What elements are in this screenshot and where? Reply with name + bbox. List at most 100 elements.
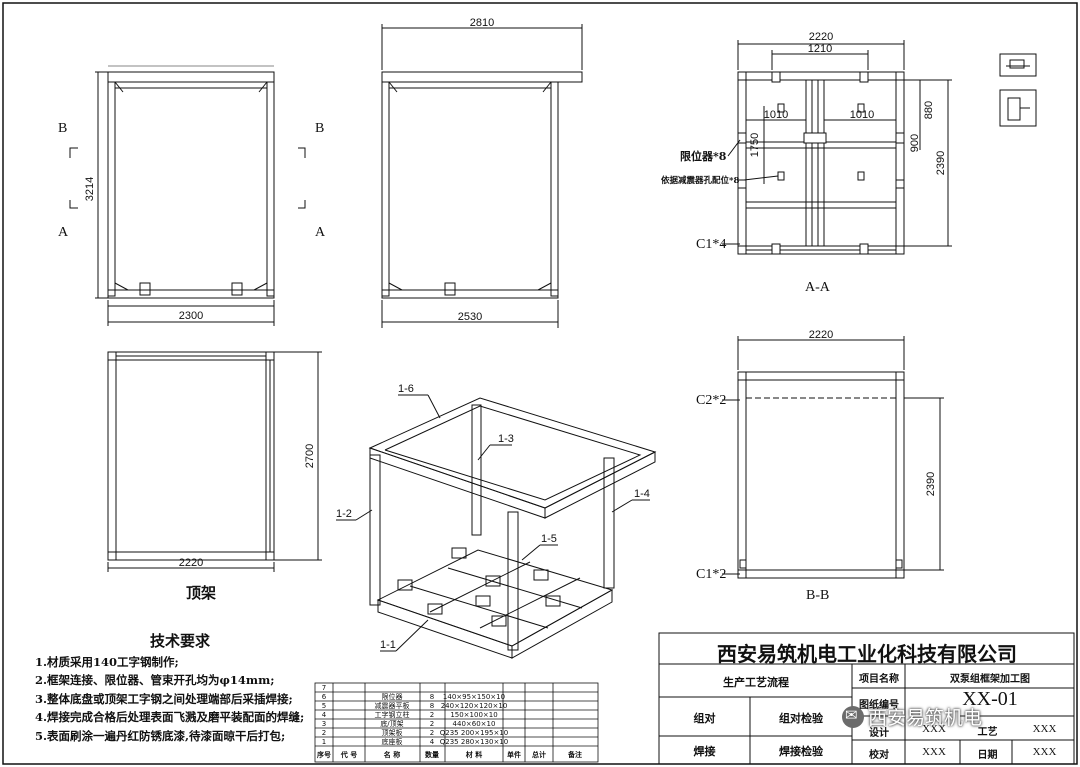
bom-header-cell: 材 料 [465,750,482,759]
bb-view: 2220 2390 C2*2 C1*2 B-B [696,329,944,603]
aa-dim-2220: 2220 [809,31,833,43]
design-label: 设计 [869,728,889,739]
aa-pipe-hole-note: 依据减震器孔配位*8 [661,175,739,186]
aa-dim-1210: 1210 [808,43,832,55]
bom-header-cell: 数量 [425,750,439,759]
projection-symbols [999,53,1037,127]
side-view: 2810 2530 [381,17,583,328]
technical-requirements: 技术要求 1.材质采用140工字钢制作; 2.框架连接、限位器、管束开孔均为φ1… [35,632,325,745]
requirement-item: 4.焊接完成合格后处理表面飞溅及磨平装配面的焊缝; [35,710,305,724]
bom-cell: 2 [430,720,434,728]
bom-cell: 8 [430,702,434,710]
wechat-icon [842,705,864,728]
requirements-title: 技术要求 [149,632,210,650]
bom-cell: 3 [322,720,326,728]
requirement-item: 1.材质采用140工字钢制作; [35,654,179,669]
check-value: XXX [922,746,946,758]
bom-cell: 7 [322,684,326,692]
bom-cell: 限位器 [382,692,403,701]
weld-label: 焊接 [693,745,716,758]
aa-dim-900: 900 [909,134,921,152]
aa-dim-1010-right: 1010 [850,109,874,121]
drawing-no: XX-01 [962,688,1018,710]
bom-cell: 8 [430,693,434,701]
bom-header-cell: 总计 [532,750,546,759]
project-name: 双泵组框架加工图 [950,674,1030,685]
bom-cell: 5 [322,702,326,710]
company-name: 西安易筑机电工业化科技有限公司 [717,642,1017,666]
assemble-check-label: 组对检验 [779,712,823,725]
bom-header-cell: 代 号 [340,750,357,759]
assemble-label: 组对 [693,712,716,725]
top-frame-title: 顶架 [186,584,216,602]
draw-label: 工艺 [977,727,998,738]
top-dim-2220: 2220 [179,557,203,569]
section-a-left: A [58,225,69,240]
extra-value: XXX [1032,723,1057,735]
bom-cell: 底座板 [382,737,403,746]
top-dim-2700: 2700 [304,444,316,468]
bb-c2-note: C2*2 [696,393,726,408]
project-name-label: 项目名称 [859,674,899,685]
front-height-dim: 3214 [84,177,96,201]
iso-label: 1-1 [380,639,396,651]
section-b-right: B [315,121,324,136]
bom-cell: 150×100×10 [450,711,497,719]
bom-cell: 底/顶架 [380,719,403,728]
bom-cell: 440×60×10 [453,720,496,728]
watermark-text: 西安易筑机电 [868,707,983,729]
section-b-left: B [58,121,67,136]
design-value: XXX [922,723,946,735]
bom-cell: 140×95×150×10 [443,693,505,701]
bom-header-cell: 备注 [567,750,582,759]
side-top-dim: 2810 [470,17,494,29]
bb-dim-2220: 2220 [809,329,833,341]
weld-check-label: 焊接检验 [779,745,823,758]
bom-cell: 4 [322,711,327,719]
requirement-item: 5.表面刷涂一遍丹红防锈底漆,待漆面晾干后打包; [35,728,286,743]
bom-header-cell: 序号 [316,750,331,759]
bom-cell: 4 [430,738,435,746]
title-block [658,632,1075,765]
bom-cell: 240×120×120×10 [441,702,508,710]
watermark: 西安易筑机电 [842,703,982,730]
bom-cell: 2 [430,729,434,737]
bom-cell: 工字钢立柱 [375,710,410,719]
aa-title: A-A [805,280,831,295]
front-view: 3214 2300 B A B A [58,65,326,326]
iso-label: 1-6 [398,383,414,395]
process-label: 生产工艺流程 [723,676,789,689]
iso-label: 1-5 [541,533,557,545]
bb-dim-2390: 2390 [925,472,937,496]
aa-dim-880: 880 [923,101,935,119]
iso-label: 1-4 [634,488,650,500]
front-width-dim: 2300 [179,310,203,322]
bom-header-cell: 名 称 [384,750,400,759]
bom-cell: 2 [430,711,434,719]
side-bottom-dim: 2530 [458,311,482,323]
bom-cell: 6 [322,693,327,701]
drawing-no-label: 图纸编号 [859,700,899,711]
iso-label: 1-3 [498,433,514,445]
top-frame-view: 2220 2700 顶架 [107,351,322,602]
bom-cell: 顶架板 [382,728,403,737]
bom-cell: Q235 200×195×10 [440,729,508,737]
bom-cell: Q235 280×130×10 [440,738,508,746]
requirement-item: 2.框架连接、限位器、管束开孔均为φ14mm; [35,673,275,687]
isometric-view: 1-6 1-3 1-2 1-5 1-4 1-1 [336,383,657,659]
aa-dim-2390: 2390 [935,151,947,175]
section-a-right: A [315,225,326,240]
aa-view: 2220 1210 1010 1010 1750 880 900 2390 限位… [661,31,952,295]
bb-c1-note: C1*2 [696,567,726,582]
aa-dim-1010-left: 1010 [764,109,788,121]
iso-label: 1-2 [336,508,352,520]
check-label: 校对 [869,750,889,761]
bom-cell: 2 [322,729,326,737]
bom-table [314,682,599,763]
aa-dim-1750: 1750 [749,133,761,157]
bb-title: B-B [806,588,829,603]
bom-header-cell: 单件 [507,750,521,759]
